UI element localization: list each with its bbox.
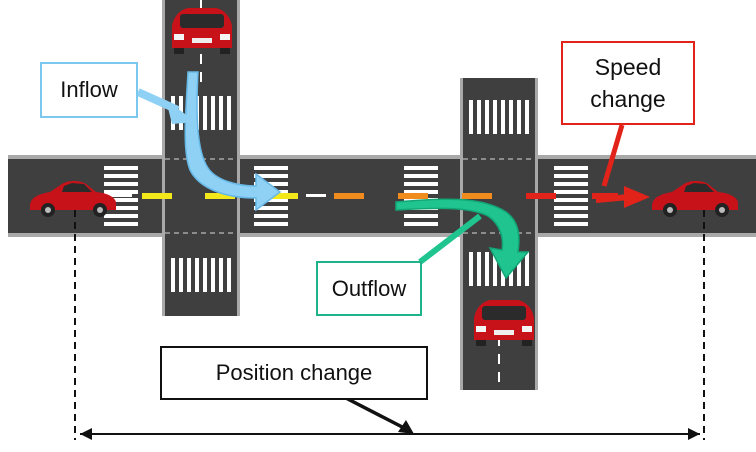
speed-change-label: Speed change: [561, 41, 695, 125]
car-icon: [172, 8, 232, 54]
outflow-label: Outflow: [316, 261, 422, 316]
lane-speed-markers: [98, 193, 618, 199]
inflow-arrow-icon: [136, 71, 282, 212]
speed-change-text-line2: change: [590, 86, 666, 112]
outflow-arrow-icon: [395, 198, 530, 280]
outflow-text: Outflow: [331, 275, 407, 301]
position-change-text: Position change: [215, 360, 373, 385]
position-change-label: Position change: [160, 346, 428, 400]
inflow-label: Inflow: [40, 62, 138, 118]
position-arrow-icon: [74, 210, 705, 440]
speed-arrow-icon: [595, 124, 650, 208]
car-icon: [474, 300, 534, 346]
speed-change-text-line1: Speed: [594, 54, 662, 80]
inflow-text: Inflow: [60, 77, 118, 102]
